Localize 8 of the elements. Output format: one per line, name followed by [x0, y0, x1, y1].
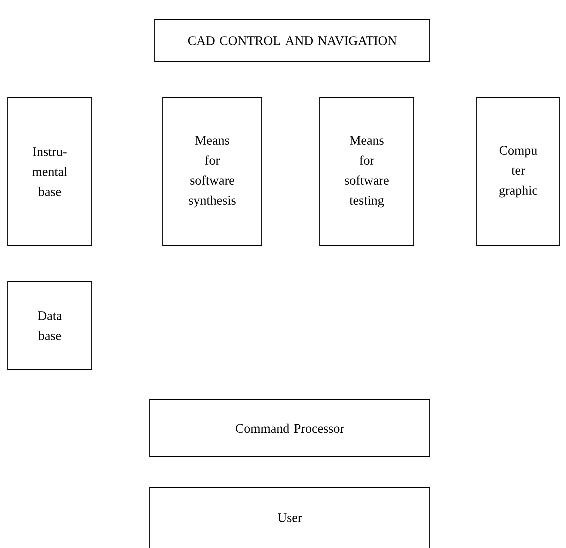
text-box: CAD CONTROL AND NAVIGATION — [154, 20, 430, 62]
text-box: Instru- mental base — [8, 98, 92, 246]
text-box: Command Processor — [150, 400, 430, 458]
text-box: User — [150, 488, 430, 548]
text-box: Means for software testing — [320, 98, 414, 246]
text-box: Data base — [8, 282, 92, 370]
text-box: Compu ter graphic — [476, 98, 560, 246]
text-box: Means for software synthesis — [162, 98, 262, 246]
